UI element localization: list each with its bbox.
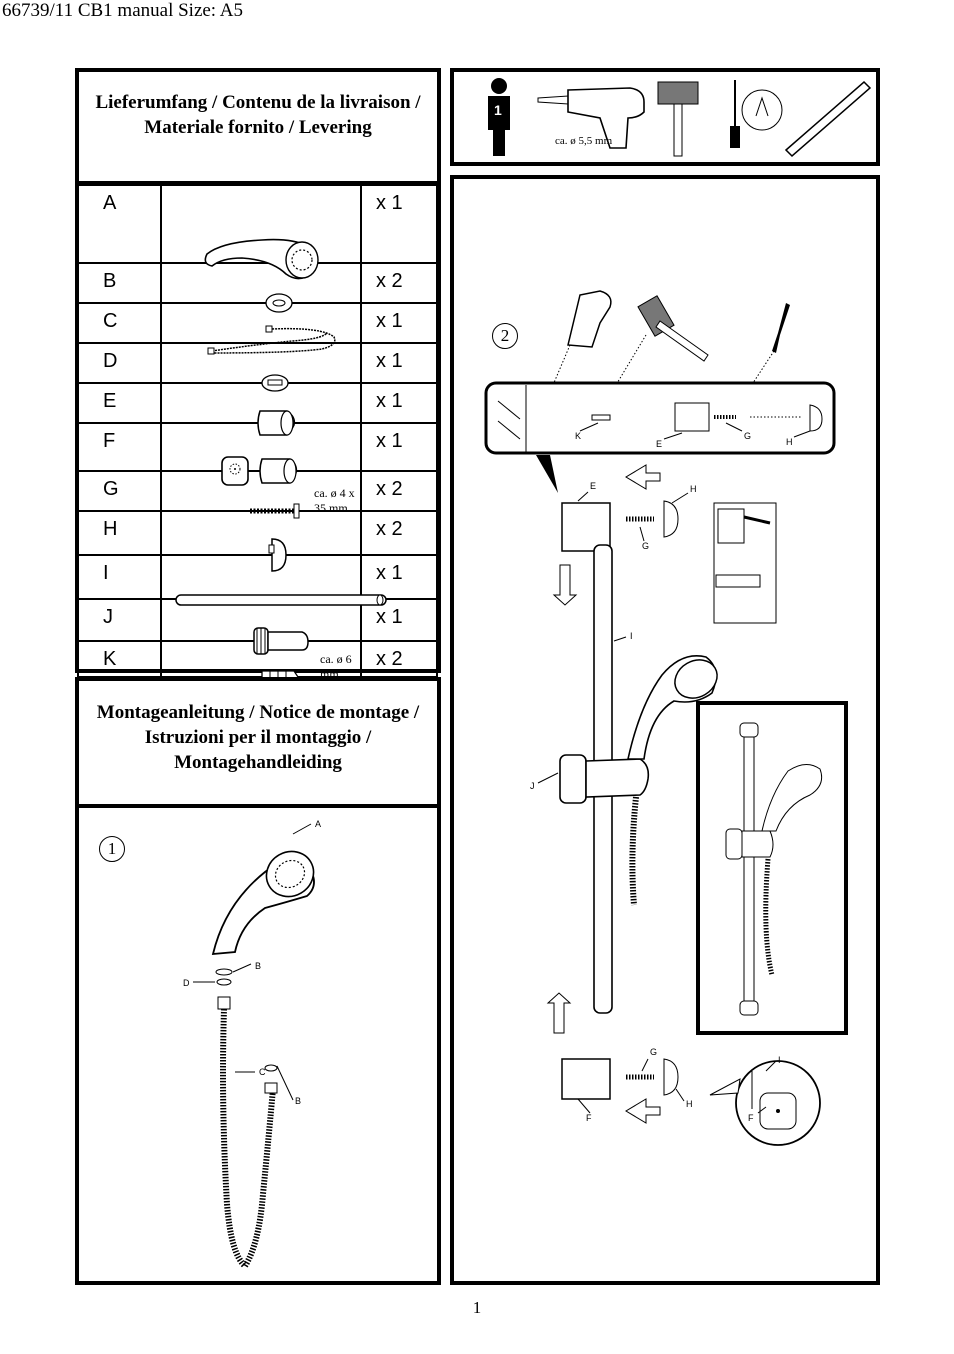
part-qty: x 1 — [360, 184, 438, 264]
hammer-icon — [657, 81, 699, 105]
part-image-cell — [160, 598, 362, 655]
part-qty: x 1 — [360, 554, 438, 600]
part-image-cell — [160, 342, 362, 392]
screw-head-icon — [741, 89, 783, 131]
screwdriver-icon — [730, 80, 740, 148]
part-letter: G — [77, 470, 162, 512]
part-image-cell: ca. ø 6 mm — [160, 640, 362, 684]
part-letter: K — [77, 640, 162, 678]
table-row: H x 2 — [77, 510, 438, 572]
wall-detail-box — [484, 381, 836, 455]
detail-label-k: K — [575, 431, 581, 441]
zoom-label-i: I — [778, 1055, 781, 1065]
step1-label-c: C — [259, 1067, 266, 1077]
person-count: 1 — [494, 102, 502, 118]
part-letter: D — [77, 342, 162, 384]
part-qty: x 1 — [360, 422, 438, 472]
assembled-view-box — [696, 701, 848, 1035]
detail-label-g: G — [744, 431, 751, 441]
part-qty: x 1 — [360, 342, 438, 384]
part-letter: J — [77, 598, 162, 642]
part-image-cell — [160, 554, 387, 606]
part-image-cell: ca. ø 4 x 35 mm — [160, 470, 362, 519]
part-qty: x 1 — [360, 302, 438, 344]
part-image-cell — [160, 382, 362, 436]
step2-box: 2 K E G H E H G — [450, 175, 880, 1285]
upper-label-e: E — [590, 481, 596, 491]
step1-label-b2: B — [295, 1096, 301, 1106]
upper-label-h: H — [690, 484, 697, 494]
part-letter: C — [77, 302, 162, 344]
contents-title: Lieferumfang / Contenu de la livraison /… — [95, 92, 421, 138]
person-icon — [491, 78, 507, 94]
part-letter: I — [77, 554, 162, 600]
tools-box: 1 ca. ø 5,5 mm — [450, 68, 880, 166]
step1-label-d: D — [183, 978, 190, 988]
part-image-cell — [160, 510, 362, 572]
part-image-cell — [160, 302, 362, 355]
table-row: A x 1 — [77, 184, 438, 280]
step-number-2: 2 — [492, 323, 518, 349]
part-letter: E — [77, 382, 162, 424]
parts-table: A x 1 B x 2 C x 1 — [77, 184, 438, 684]
part-qty: x 2 — [360, 510, 438, 556]
tools-diagram: 1 ca. ø 5,5 mm — [488, 78, 872, 158]
part-qty: x 2 — [360, 470, 438, 512]
rail-label-i: I — [630, 631, 633, 641]
part-image-cell — [160, 262, 362, 313]
lower-label-h: H — [686, 1099, 693, 1109]
part-letter: F — [77, 422, 162, 472]
part-image-cell — [160, 184, 362, 280]
part-qty: x 2 — [360, 262, 438, 304]
detail-label-h: H — [786, 437, 793, 447]
page-number: 1 — [472, 1298, 482, 1317]
table-row: C x 1 — [77, 302, 438, 355]
step1-label-b1: B — [255, 961, 261, 971]
step1-assembly-diagram: A B D C B — [183, 819, 321, 1271]
part-letter: A — [77, 184, 162, 264]
page-header: 66739/11 CB1 manual Size: A5 — [2, 0, 244, 21]
zoom-label-f: F — [748, 1113, 754, 1123]
step1-label-a: A — [315, 819, 321, 829]
part-letter: H — [77, 510, 162, 556]
step-number-1: 1 — [99, 836, 125, 862]
upper-label-g: G — [642, 541, 649, 551]
lower-label-f: F — [586, 1113, 592, 1123]
table-row: D x 1 — [77, 342, 438, 392]
part-qty: x 2 — [360, 640, 438, 678]
part-image-cell — [160, 422, 362, 486]
table-row: K ca. ø 6 mm x 2 — [77, 640, 438, 684]
table-row: E x 1 — [77, 382, 438, 436]
rail-label-j: J — [530, 781, 535, 791]
part-letter: B — [77, 262, 162, 304]
drill-icon — [567, 290, 612, 348]
lower-label-g: G — [650, 1047, 657, 1057]
table-row: J x 1 — [77, 598, 438, 655]
contents-title-box: Lieferumfang / Contenu de la livraison /… — [75, 68, 441, 185]
drill-spec: ca. ø 5,5 mm — [555, 135, 613, 147]
spirit-level-icon — [784, 80, 872, 158]
step1-box: 1 A B D C B — [75, 804, 441, 1285]
detail-label-e: E — [656, 439, 662, 449]
screwdriver-icon — [772, 303, 790, 353]
instructions-title: Montageanleitung / Notice de montage / I… — [96, 702, 420, 773]
table-row: G ca. ø 4 x 35 mm x 2 — [77, 470, 438, 519]
table-row: B x 2 — [77, 262, 438, 313]
part-qty: x 1 — [360, 382, 438, 424]
drill-icon — [537, 95, 569, 105]
instructions-title-box: Montageanleitung / Notice de montage / I… — [75, 677, 441, 808]
step2-assembly-diagram: K E G H E H G I J — [484, 290, 848, 1146]
